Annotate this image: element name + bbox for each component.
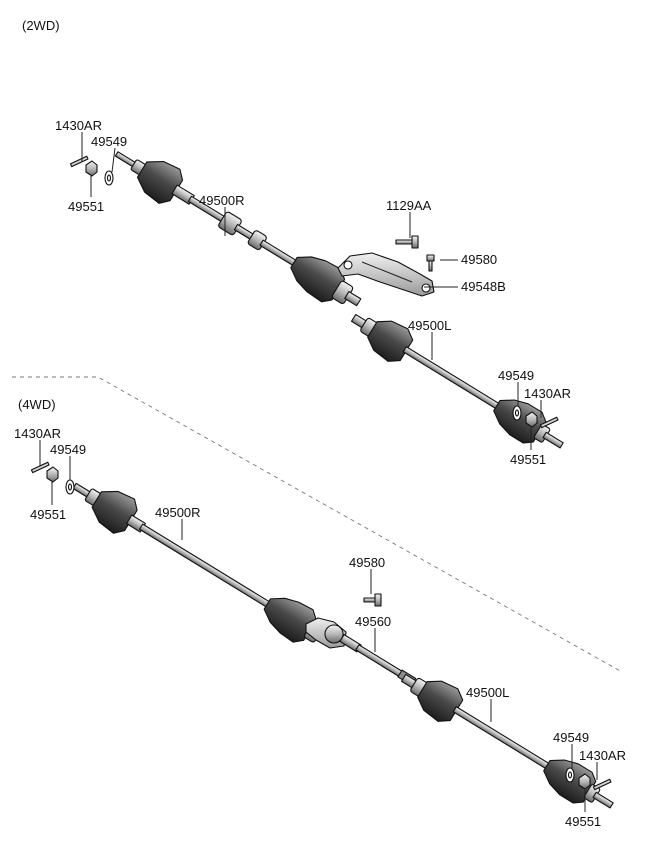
washer-49549-2wd-right [512, 405, 522, 421]
castle-nut-49551-4wd-left [46, 466, 59, 483]
label-49560-4wd: 49560 [355, 614, 391, 629]
label-49500r-4wd: 49500R [155, 505, 201, 520]
label-49548b-2wd: 49548B [461, 279, 506, 294]
label-49549-2wd-right: 49549 [498, 368, 534, 383]
label-49551-2wd-right: 49551 [510, 452, 546, 467]
label-49580-4wd: 49580 [349, 555, 385, 570]
cotter-pin-1430ar-2wd-left [69, 155, 89, 168]
cotter-pin-1430ar-4wd-left [30, 461, 50, 474]
washer-49549-4wd-left [65, 479, 75, 495]
washer-49549-2wd-left [104, 170, 114, 186]
bearing-bracket-49548b-2wd [337, 252, 435, 297]
drive-shaft-right-4wd [72, 482, 332, 646]
drive-shaft-right-2wd [114, 151, 362, 307]
castle-nut-49551-2wd-right [525, 411, 538, 428]
drive-shaft-left-2wd [350, 313, 564, 449]
bolt-1129aa-2wd [395, 235, 419, 249]
label-49549-4wd-left: 49549 [50, 442, 86, 457]
label-1430ar-4wd-left: 1430AR [14, 426, 61, 441]
label-49549-2wd-left: 49549 [91, 134, 127, 149]
label-1430ar-2wd-right: 1430AR [524, 386, 571, 401]
castle-nut-49551-4wd-right [578, 773, 591, 790]
label-49551-4wd-right: 49551 [565, 814, 601, 829]
cotter-pin-1430ar-2wd-right [539, 416, 559, 429]
label-49551-2wd-left: 49551 [68, 199, 104, 214]
bolt-49580-4wd [363, 593, 382, 607]
label-49580-2wd: 49580 [461, 252, 497, 267]
label-1430ar-2wd-left: 1430AR [55, 118, 102, 133]
leader-lines [39, 132, 598, 812]
washer-49549-4wd-right [565, 767, 575, 783]
castle-nut-49551-2wd-left [85, 160, 98, 177]
bolt-49580-2wd [426, 254, 435, 272]
section-label-4wd: (4WD) [18, 397, 56, 412]
cotter-pin-1430ar-4wd-right [592, 778, 612, 791]
drive-shaft-left-4wd [400, 673, 614, 809]
label-1430ar-4wd-right: 1430AR [579, 748, 626, 763]
label-1129aa-2wd: 1129AA [386, 198, 432, 213]
label-49500r-2wd: 49500R [199, 193, 245, 208]
section-label-2wd: (2WD) [22, 18, 60, 33]
label-49500l-2wd: 49500L [408, 318, 451, 333]
label-49500l-4wd: 49500L [466, 685, 509, 700]
label-49551-4wd-left: 49551 [30, 507, 66, 522]
label-49549-4wd-right: 49549 [553, 730, 589, 745]
